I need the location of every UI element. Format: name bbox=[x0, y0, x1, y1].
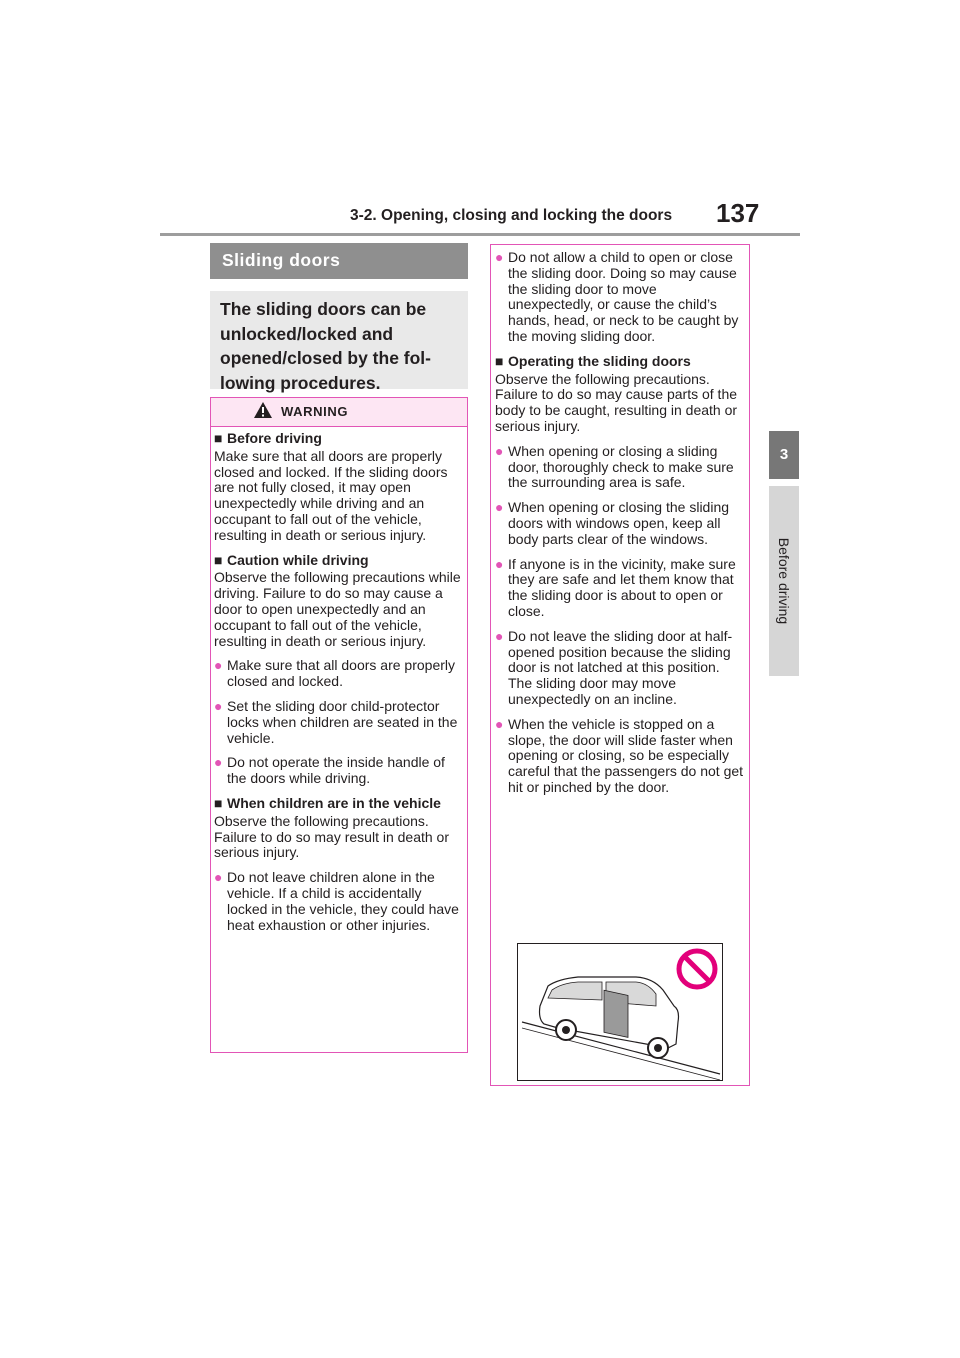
intro-box: The sliding doors can be unlocked/locked… bbox=[210, 291, 468, 393]
warning-paragraph: Observe the following precautions. Failu… bbox=[495, 370, 745, 435]
bullet-dot-icon: ● bbox=[214, 697, 223, 714]
chapter-label-tab: Before driving bbox=[769, 486, 799, 676]
intro-line-4: lowing procedures. bbox=[220, 372, 381, 393]
paragraph-text: Observe the following precautions while … bbox=[214, 569, 461, 649]
warning-bullet-item: ●When the vehicle is stopped on a slope,… bbox=[495, 715, 745, 796]
bullet-dot-icon: ● bbox=[214, 657, 223, 674]
subheading-text: Caution while driving bbox=[227, 551, 369, 568]
warning-bullet-item: ●When opening or closing a sliding door,… bbox=[495, 442, 745, 491]
chapter-label: Before driving bbox=[776, 537, 792, 625]
bullet-dot-icon: ● bbox=[495, 555, 504, 572]
bullet-text: Do not leave children alone in the vehic… bbox=[227, 869, 459, 933]
warning-bullet-item: ●Do not allow a child to open or close t… bbox=[495, 249, 745, 345]
bullet-text: When the vehicle is stopped on a slope, … bbox=[508, 715, 744, 795]
section-title-bar: Sliding doors bbox=[210, 243, 468, 279]
bullet-text: When opening or closing the sliding door… bbox=[508, 499, 730, 547]
square-bullet-icon: ■ bbox=[495, 352, 504, 369]
subheading-text: When children are in the vehicle bbox=[227, 794, 441, 811]
warning-box-right bbox=[490, 244, 750, 1086]
bullet-dot-icon: ● bbox=[495, 627, 504, 644]
bullet-dot-icon: ● bbox=[214, 869, 223, 886]
warning-bullet-item: ●If anyone is in the vicinity, make sure… bbox=[495, 555, 745, 620]
warning-subheading: ■Before driving bbox=[214, 430, 464, 447]
subheading-text: Operating the sliding doors bbox=[508, 352, 691, 369]
warning-header bbox=[211, 398, 467, 427]
bullet-text: When opening or closing a sliding door, … bbox=[508, 442, 734, 491]
warning-paragraph: Make sure that all doors are properly cl… bbox=[214, 447, 464, 544]
warning-paragraph: Observe the following precautions while … bbox=[214, 569, 464, 649]
bullet-dot-icon: ● bbox=[495, 249, 504, 265]
intro-line-3: opened/closed by the fol- bbox=[220, 348, 431, 368]
warning-triangle-icon bbox=[253, 401, 273, 419]
bullet-dot-icon: ● bbox=[214, 754, 223, 771]
intro-line-1: The sliding doors can be bbox=[220, 299, 427, 319]
bullet-text: Do not allow a child to open or close th… bbox=[508, 249, 739, 344]
warning-bullet-item: ●Set the sliding door child-protector lo… bbox=[214, 697, 464, 746]
warning-subheading: ■Operating the sliding doors bbox=[495, 352, 745, 370]
bullet-dot-icon: ● bbox=[495, 715, 504, 732]
section-title: Sliding doors bbox=[222, 250, 341, 270]
intro-line-2: unlocked/locked and bbox=[220, 323, 394, 344]
warning-bullet-item: ●Make sure that all doors are properly c… bbox=[214, 658, 464, 690]
paragraph-text: Observe the following precautions. Failu… bbox=[495, 370, 738, 434]
running-header: 3-2. Opening, closing and locking the do… bbox=[350, 207, 673, 224]
page-number: 137 bbox=[716, 198, 760, 228]
warning-bullet-item: ●When opening or closing the sliding doo… bbox=[495, 499, 745, 547]
warning-header-rule bbox=[211, 426, 467, 427]
subheading-text: Before driving bbox=[227, 430, 322, 446]
paragraph-text: Observe the following precautions. Failu… bbox=[214, 812, 450, 861]
bullet-text: If anyone is in the vicinity, make sure … bbox=[508, 555, 736, 619]
bullet-text: Do not operate the inside handle of the … bbox=[227, 754, 445, 787]
bullet-text: Make sure that all doors are properly cl… bbox=[227, 657, 455, 690]
warning-bullet-item: ●Do not leave children alone in the vehi… bbox=[214, 869, 464, 933]
paragraph-text: Make sure that all doors are properly cl… bbox=[214, 447, 448, 543]
header-rule bbox=[160, 233, 800, 236]
bullet-text: Do not leave the sliding door at half-op… bbox=[508, 627, 733, 707]
warning-paragraph: Observe the following precautions. Failu… bbox=[214, 812, 464, 861]
intro-text: The sliding doors can be unlocked/locked… bbox=[220, 297, 460, 395]
warning-bullet-item: ●Do not leave the sliding door at half-o… bbox=[495, 627, 745, 708]
warning-subheading: ■Caution while driving bbox=[214, 551, 464, 569]
bullet-dot-icon: ● bbox=[495, 499, 504, 516]
prohibition-icon bbox=[676, 948, 718, 990]
square-bullet-icon: ■ bbox=[214, 430, 223, 446]
chapter-tab: 3 bbox=[769, 431, 799, 479]
warning-bullet-item: ●Do not operate the inside handle of the… bbox=[214, 754, 464, 787]
warning-title: WARNING bbox=[281, 404, 349, 419]
warning-subheading: ■When children are in the vehicle bbox=[214, 794, 464, 812]
warning-right-column: ●Do not allow a child to open or close t… bbox=[495, 249, 745, 796]
bullet-text: Set the sliding door child-protector loc… bbox=[227, 697, 458, 746]
warning-box-left bbox=[210, 397, 468, 1053]
sliding-door-slope-illustration bbox=[517, 943, 723, 1081]
square-bullet-icon: ■ bbox=[214, 551, 223, 568]
square-bullet-icon: ■ bbox=[214, 794, 223, 811]
bullet-dot-icon: ● bbox=[495, 442, 504, 459]
